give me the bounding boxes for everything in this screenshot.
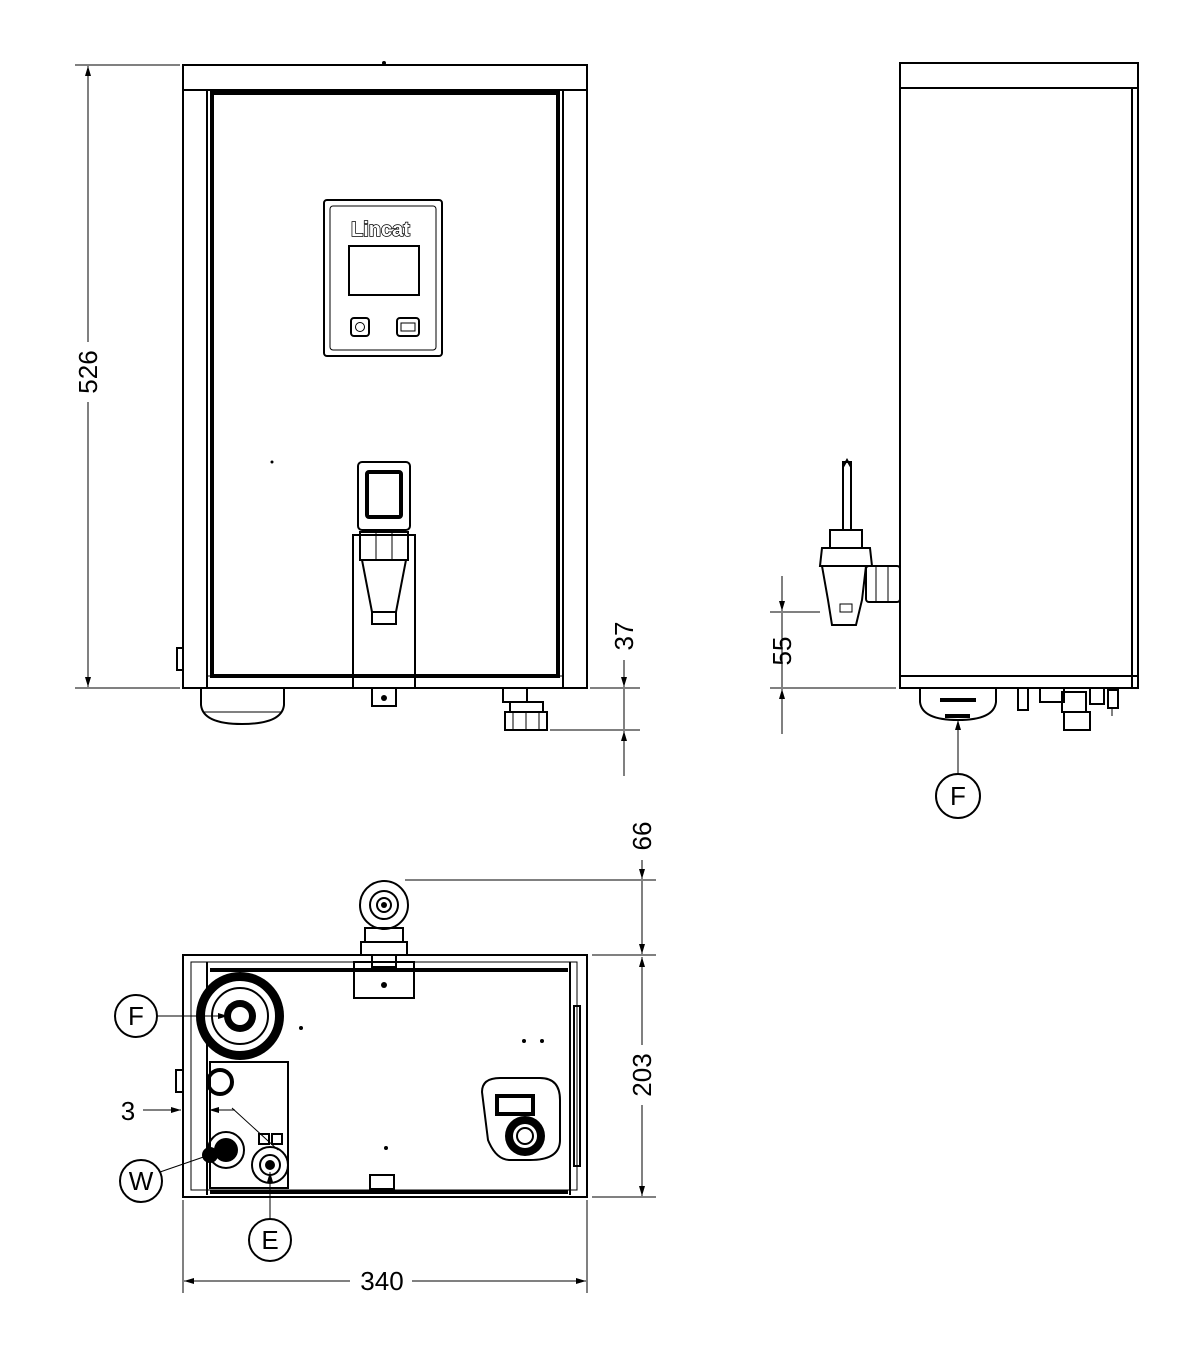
callout-circle-base-f [114,994,158,1038]
dim-rear-offset: 66 [627,822,657,851]
rear-valve [353,880,415,999]
dim-tap-height: 55 [767,637,797,666]
callout-circle-w [119,1159,163,1203]
power-button-icon [350,317,370,337]
dispense-button-icon [396,317,420,337]
dim-wall-gap: 3 [121,1096,135,1126]
front-view: Lincat [73,61,640,776]
display-screen [348,245,420,296]
side-body-outline [899,62,1139,689]
side-tap [818,457,901,626]
drain-valve [502,687,548,731]
control-panel [323,199,443,357]
callout-side-outlet: F [950,781,966,811]
base-foot [200,688,285,726]
callout-electrical: E [261,1225,278,1255]
front-panel [210,91,560,678]
bottom-view: F W E 3 66 203 340 [114,822,657,1296]
callout-water-inlet: W [129,1166,154,1196]
inlet-area [202,1061,289,1189]
callout-circle-e [248,1218,292,1262]
callout-base-outlet: F [128,1001,144,1031]
callout-circle-side-f [935,773,981,819]
front-body-outline [182,64,588,689]
side-view: 55 F [767,62,1139,819]
dim-depth: 203 [627,1053,657,1096]
right-bracket [480,1077,561,1161]
brand-logo: Lincat [351,219,410,241]
tap-assembly [352,461,416,707]
dim-spout-drop: 37 [609,622,639,651]
dim-width: 340 [360,1266,403,1296]
dim-height: 526 [73,350,103,393]
